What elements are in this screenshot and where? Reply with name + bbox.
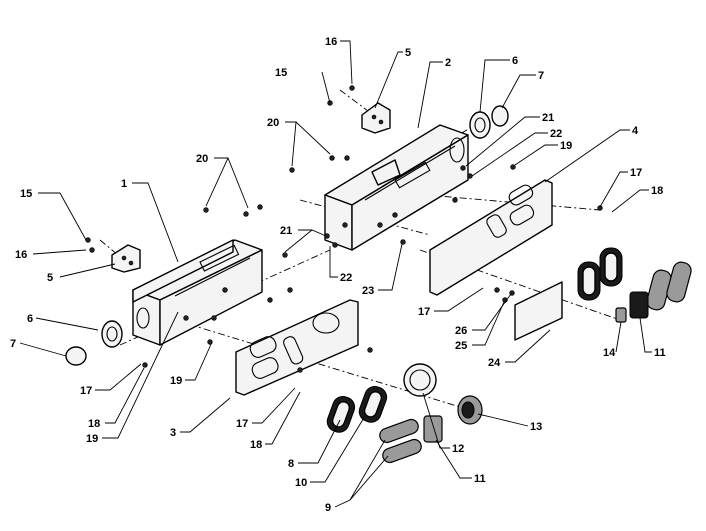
callout-6b: 6 xyxy=(512,55,518,67)
callout-19b: 19 xyxy=(170,375,182,387)
callout-5a: 5 xyxy=(47,272,53,284)
callout-20b: 20 xyxy=(267,117,279,129)
callout-4: 4 xyxy=(632,125,639,137)
part-12-ring-grommet xyxy=(403,363,437,397)
callout-9: 9 xyxy=(325,502,331,514)
part-10-oval-grommet xyxy=(358,385,388,423)
callout-17a: 17 xyxy=(80,385,92,397)
part-3-left-light-panel xyxy=(235,299,359,396)
part-6-grommet-left xyxy=(101,320,123,348)
callout-19a: 19 xyxy=(86,433,98,445)
callout-2: 2 xyxy=(445,57,451,69)
callout-16b: 16 xyxy=(325,36,337,48)
part-4-right-light-panel xyxy=(429,179,553,296)
callout-15b: 15 xyxy=(275,67,287,79)
callout-6a: 6 xyxy=(27,313,33,325)
part-9-led-light-upper xyxy=(379,418,419,444)
part-9-led-light-right xyxy=(646,261,692,311)
part-7-plug-right xyxy=(491,105,509,127)
part-8-oval-grommet-right xyxy=(577,261,601,301)
callout-3: 3 xyxy=(170,427,176,439)
callout-19c: 19 xyxy=(560,140,572,152)
callout-10: 10 xyxy=(295,477,307,489)
part-10-oval-grommet-right xyxy=(599,247,623,287)
callout-7a: 7 xyxy=(10,338,16,350)
leader-lines xyxy=(19,40,652,508)
part-5-bracket-right xyxy=(361,102,391,134)
callout-21b: 21 xyxy=(542,112,554,124)
callout-14: 14 xyxy=(603,347,616,359)
callout-15a: 15 xyxy=(20,188,32,200)
part-11-connector-left xyxy=(423,415,443,443)
callout-22b: 22 xyxy=(550,128,562,140)
phantom-lines xyxy=(99,89,621,411)
callout-labels: 1 2 3 4 5 5 6 6 7 7 8 9 10 11 11 12 13 1… xyxy=(10,36,666,514)
callout-25: 25 xyxy=(455,340,467,352)
callout-22a: 22 xyxy=(340,272,352,284)
callout-17d: 17 xyxy=(630,167,642,179)
part-6-grommet-right xyxy=(469,111,491,139)
callout-18b: 18 xyxy=(250,439,262,451)
callout-23: 23 xyxy=(362,285,374,297)
callout-5b: 5 xyxy=(405,47,411,59)
callout-11b: 11 xyxy=(654,347,666,359)
callout-12: 12 xyxy=(452,443,464,455)
callout-21a: 21 xyxy=(280,225,292,237)
part-9-led-light-lower xyxy=(382,438,422,464)
part-1-left-channel xyxy=(132,239,263,346)
callout-26: 26 xyxy=(455,325,467,337)
part-13-round-light xyxy=(457,395,483,425)
callout-18c: 18 xyxy=(651,185,663,197)
callout-17c: 17 xyxy=(418,306,430,318)
callout-1: 1 xyxy=(121,178,127,190)
part-11-connector-right xyxy=(629,291,649,319)
callout-11a: 11 xyxy=(474,473,486,485)
part-24-plate xyxy=(514,281,563,341)
callout-17b: 17 xyxy=(236,418,248,430)
part-2-right-channel xyxy=(324,124,469,251)
callout-13: 13 xyxy=(530,421,542,433)
callout-8: 8 xyxy=(288,458,294,470)
callout-16a: 16 xyxy=(15,249,27,261)
callout-18a: 18 xyxy=(88,418,100,430)
callout-24: 24 xyxy=(488,357,501,369)
callout-7b: 7 xyxy=(538,70,544,82)
part-7-plug-left xyxy=(65,346,87,366)
part-5-bracket-left xyxy=(111,244,141,273)
hardware-fasteners xyxy=(85,85,603,373)
part-14-clip xyxy=(615,307,627,323)
callout-20a: 20 xyxy=(196,153,208,165)
part-8-oval-grommet xyxy=(326,395,356,433)
